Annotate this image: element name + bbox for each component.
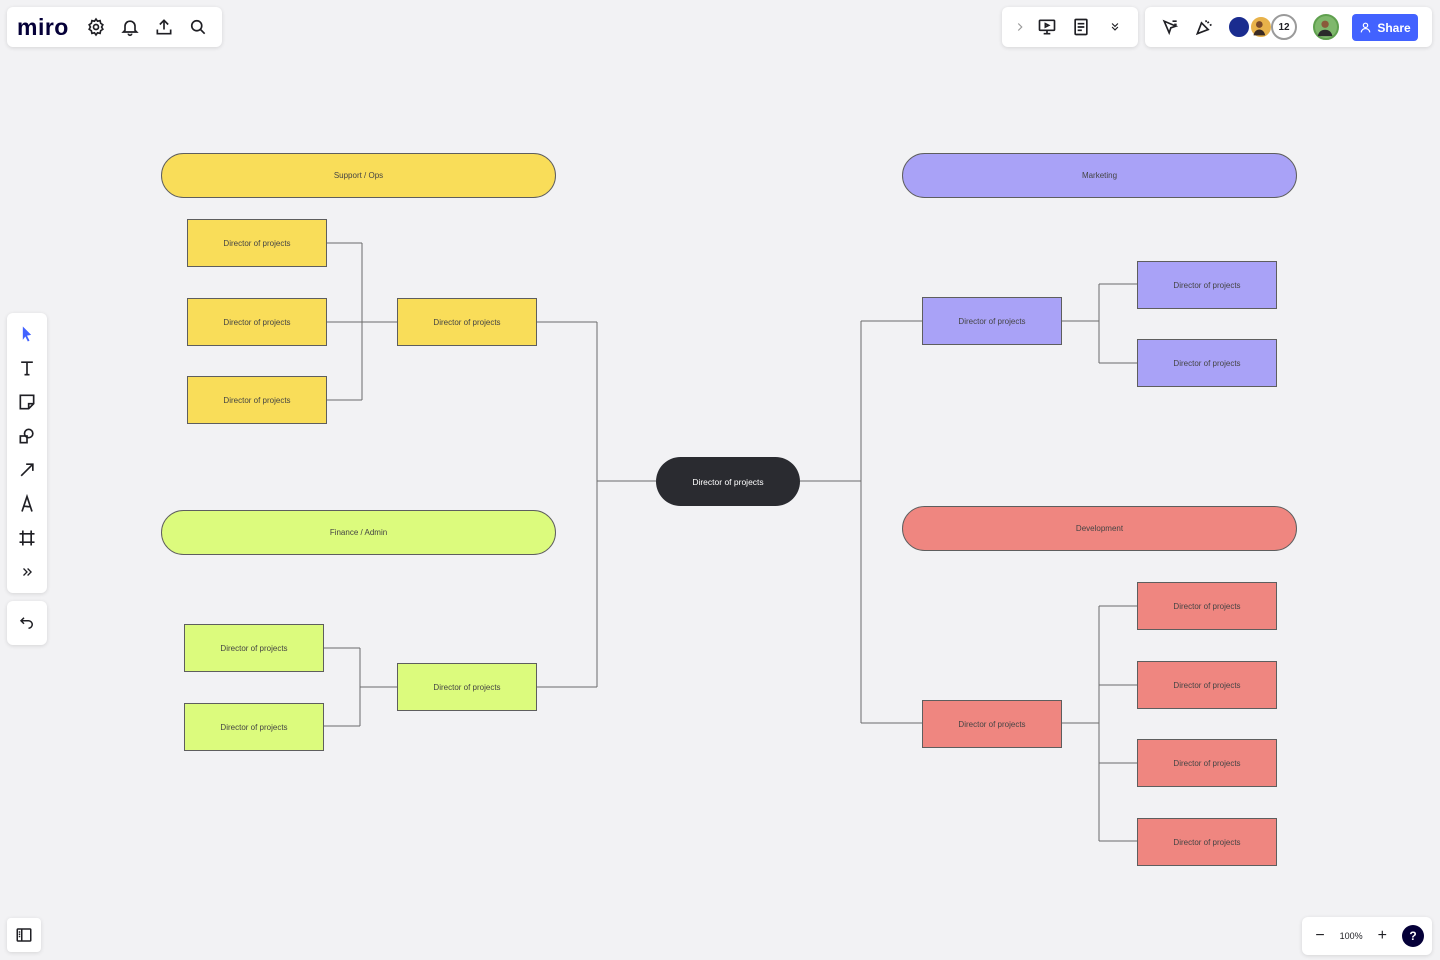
- pen-tool-icon[interactable]: [10, 487, 44, 521]
- top-left-toolbar: miro: [7, 7, 222, 47]
- presentation-icon[interactable]: [1030, 10, 1064, 44]
- shapes-tool-icon[interactable]: [10, 419, 44, 453]
- search-icon[interactable]: [181, 10, 215, 44]
- development-hub-node[interactable]: Director of projects: [922, 700, 1062, 748]
- left-toolbar: [7, 313, 47, 593]
- more-tools-icon[interactable]: [10, 555, 44, 589]
- support-child-node[interactable]: Director of projects: [187, 376, 327, 424]
- group-title-marketing[interactable]: Marketing: [902, 153, 1297, 198]
- sidebar-icon: [15, 926, 33, 944]
- zoom-in-button[interactable]: +: [1372, 927, 1392, 945]
- collaborator-count: 12: [1278, 22, 1289, 33]
- collaborator-avatar[interactable]: [1227, 15, 1251, 39]
- group-title-finance[interactable]: Finance / Admin: [161, 510, 556, 555]
- cursor-icon[interactable]: [1153, 10, 1187, 44]
- chevron-right-icon[interactable]: [1010, 10, 1030, 44]
- arrow-tool-icon[interactable]: [10, 453, 44, 487]
- group-title-support[interactable]: Support / Ops: [161, 153, 556, 198]
- development-child-node[interactable]: Director of projects: [1137, 739, 1277, 787]
- bell-icon[interactable]: [113, 10, 147, 44]
- zoom-level[interactable]: 100%: [1340, 931, 1363, 941]
- frame-tool-icon[interactable]: [10, 521, 44, 555]
- zoom-out-button[interactable]: −: [1310, 927, 1330, 945]
- marketing-child-node[interactable]: Director of projects: [1137, 261, 1277, 309]
- finance-child-node[interactable]: Director of projects: [184, 703, 324, 751]
- upload-icon[interactable]: [147, 10, 181, 44]
- support-child-node[interactable]: Director of projects: [187, 298, 327, 346]
- finance-child-node[interactable]: Director of projects: [184, 624, 324, 672]
- group-title-development[interactable]: Development: [902, 506, 1297, 551]
- zoom-panel: − 100% + ?: [1302, 917, 1432, 955]
- support-child-node[interactable]: Director of projects: [187, 219, 327, 267]
- marketing-child-node[interactable]: Director of projects: [1137, 339, 1277, 387]
- user-icon: [1359, 21, 1372, 34]
- support-hub-node[interactable]: Director of projects: [397, 298, 537, 346]
- undo-icon[interactable]: [10, 606, 44, 640]
- select-tool-icon[interactable]: [10, 317, 44, 351]
- development-child-node[interactable]: Director of projects: [1137, 818, 1277, 866]
- collaborator-count-badge[interactable]: 12: [1271, 14, 1297, 40]
- miro-logo[interactable]: miro: [17, 14, 69, 41]
- collaboration-toolbar: [1002, 7, 1138, 47]
- share-button[interactable]: Share: [1352, 14, 1418, 41]
- development-child-node[interactable]: Director of projects: [1137, 661, 1277, 709]
- notes-icon[interactable]: [1064, 10, 1098, 44]
- settings-icon[interactable]: [79, 10, 113, 44]
- more-chevron-icon[interactable]: [1098, 10, 1132, 44]
- share-toolbar: 12 Share: [1145, 7, 1432, 47]
- celebrate-icon[interactable]: [1187, 10, 1221, 44]
- frames-panel-toggle[interactable]: [7, 918, 41, 952]
- collaborator-avatar[interactable]: [1249, 15, 1273, 39]
- text-tool-icon[interactable]: [10, 351, 44, 385]
- marketing-hub-node[interactable]: Director of projects: [922, 297, 1062, 345]
- central-node[interactable]: Director of projects: [656, 457, 800, 506]
- share-label: Share: [1377, 21, 1410, 35]
- undo-panel: [7, 601, 47, 645]
- help-button[interactable]: ?: [1402, 925, 1424, 947]
- development-child-node[interactable]: Director of projects: [1137, 582, 1277, 630]
- current-user-avatar[interactable]: [1313, 14, 1339, 40]
- sticky-note-tool-icon[interactable]: [10, 385, 44, 419]
- finance-hub-node[interactable]: Director of projects: [397, 663, 537, 711]
